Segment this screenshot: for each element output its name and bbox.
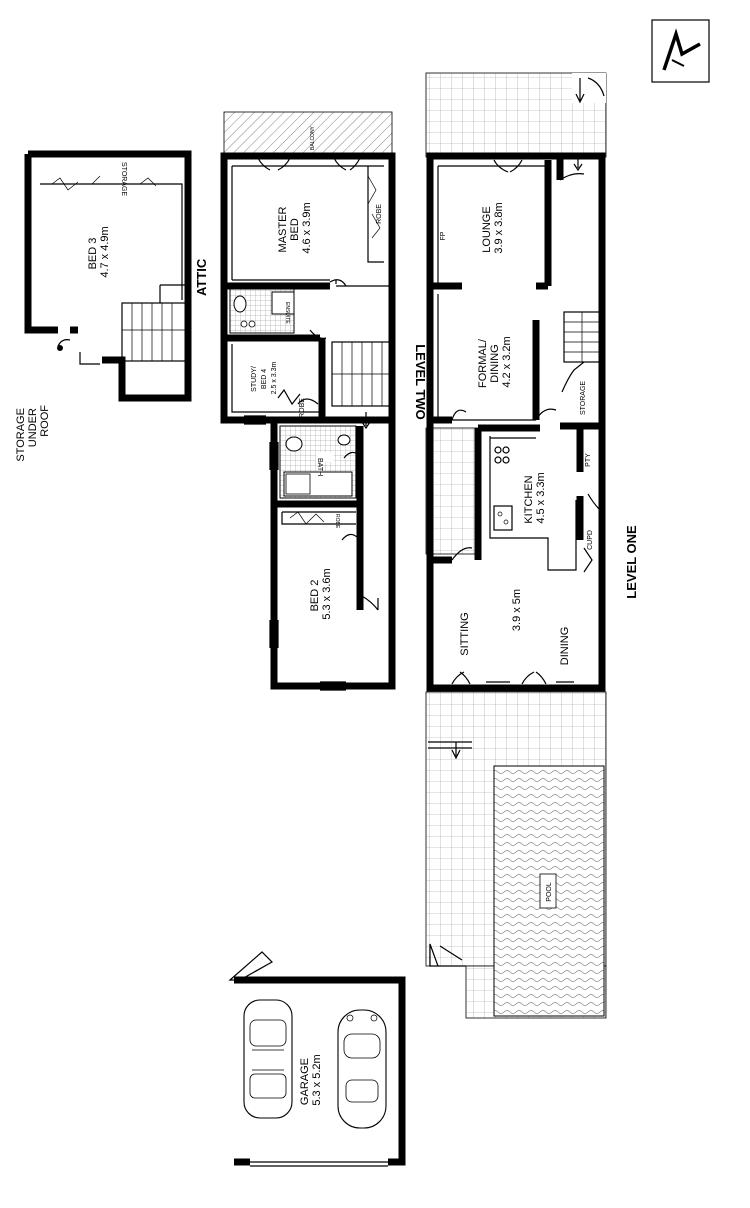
attic-plan: STORAGE BED 3 4.7 x 4.9m STORAGE UNDER R… xyxy=(15,150,209,462)
attic-storage-label: STORAGE xyxy=(120,162,127,196)
study-robe-label: ROBE xyxy=(299,398,306,418)
study-label: STUDY/ BED 4 2.5 x 3.3m xyxy=(251,361,278,394)
compass-north-arrow-icon xyxy=(651,19,710,83)
pantry-label: PTY xyxy=(585,453,592,467)
sitting-label: SITTING xyxy=(459,612,471,655)
fireplace-label: FP xyxy=(440,231,447,240)
lounge-label: LOUNGE 3.9 x 3.8m xyxy=(481,202,505,253)
storage-under-roof-label: STORAGE UNDER ROOF xyxy=(15,405,51,462)
bed2-robe-label: ROBE xyxy=(334,514,340,529)
car-sports-icon xyxy=(337,1009,387,1129)
level-two-title: LEVEL TWO xyxy=(413,344,428,420)
master-bed-label: MASTER BED 4.6 x 3.9m xyxy=(277,202,313,253)
attic-title: ATTIC xyxy=(194,258,209,296)
level-one-title: LEVEL ONE xyxy=(624,525,639,599)
bed2-label: BED 2 5.3 x 3.6m xyxy=(309,568,333,619)
balcony-label: BALCONY xyxy=(310,125,316,150)
car-sedan-icon xyxy=(243,999,293,1119)
garage-plan: GARAGE 5.3 x 5.2m xyxy=(228,951,406,1167)
garage-label: GARAGE 5.3 x 5.2m xyxy=(299,1054,323,1105)
cupboard-label: CUPD xyxy=(587,530,594,550)
bath-label: BATH xyxy=(316,458,323,476)
pool-label: POOL xyxy=(546,882,553,902)
master-robe-label: ROBE xyxy=(376,204,383,224)
dining-label: DINING xyxy=(559,627,571,666)
kitchen-label: KITCHEN 4.5 x 3.3m xyxy=(523,472,547,523)
storage-l1-label: STORAGE xyxy=(580,381,587,415)
level-two-plan: BALCONY ENSUITE xyxy=(220,111,428,691)
ensuite-label: ENSUITE xyxy=(284,302,290,324)
level-one-plan: FP LOUNGE 3.9 x 3.8m FORMAL/ DINING 4.2 … xyxy=(425,72,639,1019)
sitting-dining-size: 3.9 x 5m xyxy=(511,589,523,631)
bed3-label: BED 3 4.7 x 4.9m xyxy=(87,226,111,277)
formal-dining-label: FORMAL/ DINING 4.2 x 3.2m xyxy=(477,336,513,388)
